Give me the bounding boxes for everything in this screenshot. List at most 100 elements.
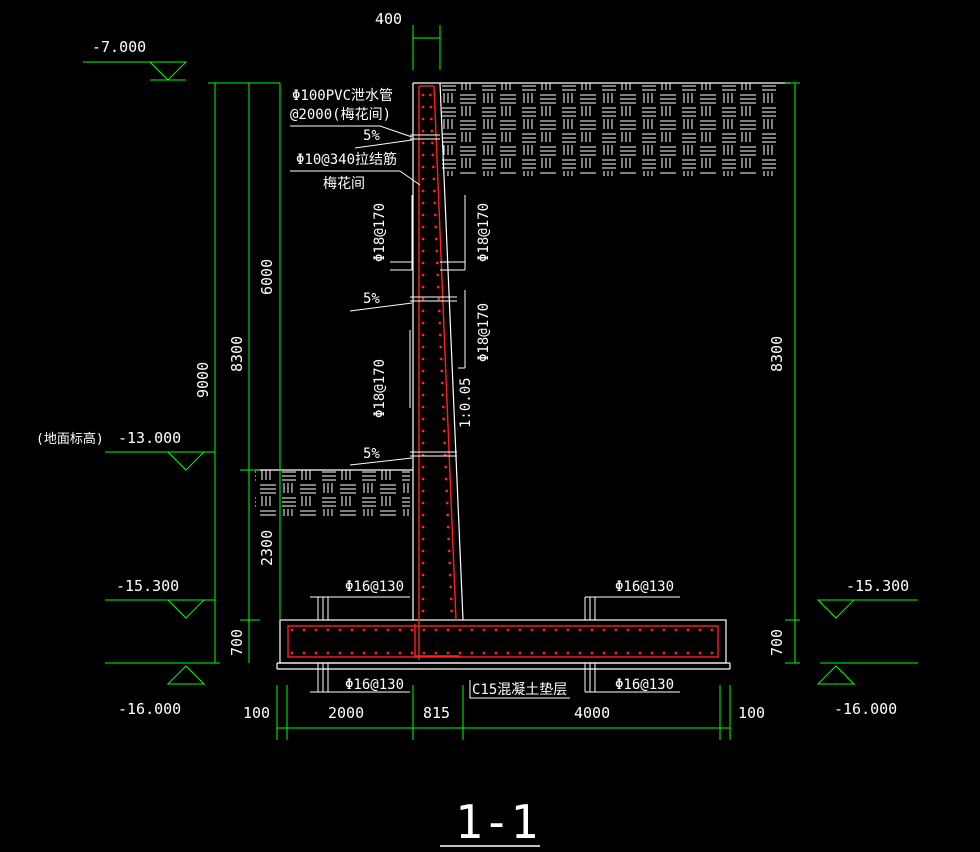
rebar-dot bbox=[447, 549, 451, 553]
dim-heel: 4000 bbox=[574, 704, 610, 722]
rebar-dot bbox=[518, 628, 522, 632]
rebar-dot bbox=[326, 651, 330, 655]
rebar-dot bbox=[447, 537, 451, 541]
rebar-dot bbox=[362, 628, 366, 632]
rebar-dot bbox=[674, 651, 678, 655]
rebar-dot bbox=[398, 651, 402, 655]
rebar-dot bbox=[430, 141, 434, 145]
rebar-dot bbox=[430, 129, 434, 133]
rebar-dot bbox=[530, 628, 534, 632]
rebar-dot bbox=[554, 651, 558, 655]
rebar-dot bbox=[421, 213, 425, 217]
label-rebar-right-mid: Φ18@170 bbox=[476, 303, 492, 362]
rebar-dot bbox=[437, 297, 441, 301]
dim-footing-right: 700 bbox=[768, 629, 786, 656]
label-rebar-left-upper: Φ18@170 bbox=[372, 203, 388, 262]
rebar-dot bbox=[431, 153, 435, 157]
rebar-dot bbox=[638, 628, 642, 632]
rebar-dot bbox=[433, 213, 437, 217]
label-slope-3: 5% bbox=[363, 446, 380, 462]
rebar-dot bbox=[421, 333, 425, 337]
rebar-dot bbox=[566, 628, 570, 632]
rebar-dot bbox=[438, 321, 442, 325]
elev-bottom-left: -16.000 bbox=[118, 700, 181, 718]
rebar-dot bbox=[410, 651, 414, 655]
elev-footing-top-right: -15.300 bbox=[846, 577, 909, 595]
rebar-dot bbox=[650, 628, 654, 632]
rebar-dots bbox=[290, 93, 714, 655]
rebar-dot bbox=[446, 651, 450, 655]
rebar-dot bbox=[450, 609, 454, 613]
rebar-dot bbox=[421, 525, 425, 529]
rebar-dot bbox=[350, 628, 354, 632]
rebar-dot bbox=[421, 273, 425, 277]
rebar-dot bbox=[698, 651, 702, 655]
rebar-dot bbox=[386, 651, 390, 655]
rebar-dot bbox=[421, 357, 425, 361]
dim-left-total: 9000 bbox=[194, 362, 212, 398]
rebar-dot bbox=[290, 651, 294, 655]
rebar-dot bbox=[566, 651, 570, 655]
rebar-dot bbox=[458, 628, 462, 632]
rebar-dot bbox=[432, 189, 436, 193]
rebar-dot bbox=[530, 651, 534, 655]
rebar-dot bbox=[674, 628, 678, 632]
rebar-dot bbox=[386, 628, 390, 632]
rebar-dot bbox=[314, 628, 318, 632]
label-footing-top-left: Φ16@130 bbox=[345, 579, 404, 595]
rebar-dot bbox=[518, 651, 522, 655]
leader-lines bbox=[290, 125, 680, 699]
label-rebar-right-upper: Φ18@170 bbox=[476, 203, 492, 262]
rebar-dot bbox=[494, 628, 498, 632]
dimension-lines bbox=[83, 25, 918, 740]
rebar-dot bbox=[428, 93, 432, 97]
rebar-dot bbox=[445, 489, 449, 493]
label-drain-pipe: Φ100PVC泄水管 bbox=[292, 88, 393, 104]
rebar-dot bbox=[421, 537, 425, 541]
rebar-dot bbox=[698, 628, 702, 632]
label-footing-bot-right: Φ16@130 bbox=[615, 677, 674, 693]
rebar-dot bbox=[421, 285, 425, 289]
rebar-dot bbox=[650, 651, 654, 655]
elev-bottom-right: -16.000 bbox=[834, 700, 897, 718]
rebar-dot bbox=[421, 441, 425, 445]
rebar-dot bbox=[421, 177, 425, 181]
label-drain-spacing: @2000(梅花间) bbox=[290, 107, 391, 123]
rebar-dot bbox=[470, 628, 474, 632]
rebar-dot bbox=[662, 651, 666, 655]
dim-right-wall: 8300 bbox=[768, 336, 786, 372]
label-slope-2: 5% bbox=[363, 291, 380, 307]
rebar-dot bbox=[421, 465, 425, 469]
rebar-dot bbox=[436, 273, 440, 277]
rebar-dot bbox=[421, 549, 425, 553]
rebar-dot bbox=[421, 129, 425, 133]
backfill-soil-hatch bbox=[440, 83, 780, 176]
rebar-dot bbox=[443, 441, 447, 445]
rebar-dot bbox=[421, 237, 425, 241]
rebar-dot bbox=[421, 561, 425, 565]
rebar-dot bbox=[432, 177, 436, 181]
rebar-dot bbox=[338, 628, 342, 632]
rebar-dot bbox=[421, 369, 425, 373]
rebar-dot bbox=[350, 651, 354, 655]
rebar-dot bbox=[458, 651, 462, 655]
rebar-dot bbox=[441, 393, 445, 397]
rebar-dot bbox=[421, 225, 425, 229]
rebar-dot bbox=[374, 651, 378, 655]
rebar-dot bbox=[421, 405, 425, 409]
rebar-dot bbox=[290, 628, 294, 632]
rebar-dot bbox=[421, 105, 425, 109]
rebar-dot bbox=[338, 651, 342, 655]
rebar-dot bbox=[686, 628, 690, 632]
elev-top: -7.000 bbox=[92, 38, 146, 56]
rebar-dot bbox=[421, 573, 425, 577]
rebar-dot bbox=[439, 357, 443, 361]
rebar-dot bbox=[710, 651, 714, 655]
rebar-dot bbox=[435, 249, 439, 253]
label-slope-1: 5% bbox=[363, 128, 380, 144]
rebar-dot bbox=[448, 573, 452, 577]
rebar-dot bbox=[710, 628, 714, 632]
rebar-dot bbox=[590, 628, 594, 632]
elev-ground: -13.000 bbox=[118, 429, 181, 447]
